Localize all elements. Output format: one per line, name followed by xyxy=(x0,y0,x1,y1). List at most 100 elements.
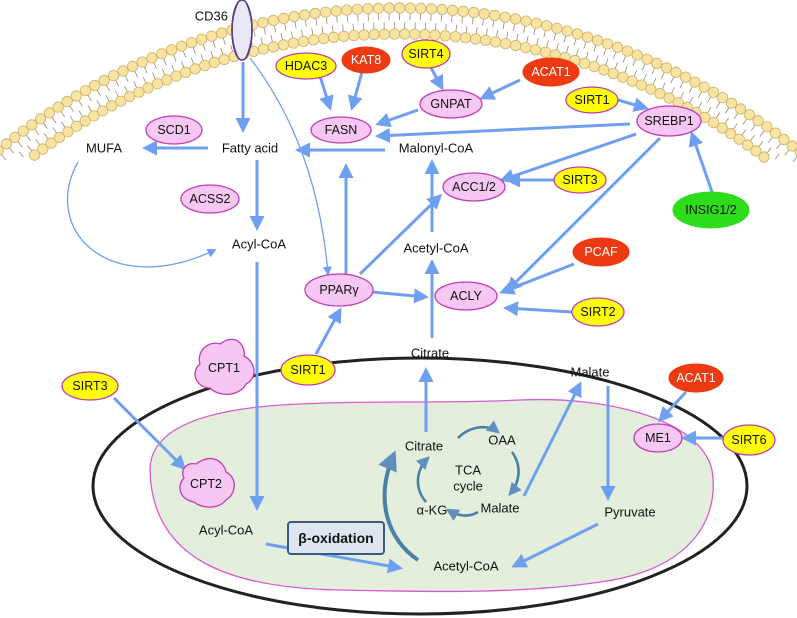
lipid-head-inner xyxy=(439,30,451,42)
lipid-head-inner xyxy=(368,28,380,41)
lipid-tail-inner xyxy=(210,50,214,58)
tca-arrow-citrate-oaa xyxy=(457,420,501,439)
lipid-head-outer xyxy=(679,71,692,83)
lipid-tail-outer xyxy=(153,62,157,70)
lipid-tail-outer xyxy=(792,156,797,163)
lipid-tail-outer xyxy=(563,35,567,43)
cd36-inner-lines xyxy=(231,1,253,59)
lipid-head-outer xyxy=(468,6,480,19)
gnpat-node xyxy=(419,89,483,119)
lipid-tail-outer xyxy=(106,84,110,92)
lipid-head-outer xyxy=(725,97,738,109)
arrow-pcaf-acly xyxy=(499,262,575,295)
lipid-tail-outer xyxy=(60,111,66,118)
lipid-tail-outer xyxy=(512,23,515,31)
lipid-head-outer xyxy=(581,31,594,43)
lipid-tail-outer xyxy=(742,118,748,125)
sirt1-bottom-node xyxy=(280,354,336,386)
lipid-tail-outer xyxy=(96,89,101,97)
lipid-head-outer xyxy=(457,5,469,17)
sirt1-top-label: SIRT1 xyxy=(574,93,609,107)
gnpat-label: GNPAT xyxy=(430,97,472,111)
fatty-acid-label: Fatty acid xyxy=(222,141,278,156)
lipid-tail-outer xyxy=(315,18,318,26)
citrate-mito-label: Citrate xyxy=(405,439,443,454)
lipid-head-outer xyxy=(660,62,673,74)
lipid-tail-inner xyxy=(290,31,293,39)
lipid-head-outer xyxy=(206,30,218,42)
lipid-tail-outer xyxy=(0,154,7,161)
lipid-tail-inner xyxy=(114,90,119,97)
lipid-tail-outer xyxy=(622,55,627,63)
cpt2-label: CPT2 xyxy=(190,477,222,491)
lipid-tail-inner xyxy=(190,57,194,65)
lipid-head-inner xyxy=(500,38,512,50)
lipid-tail-inner xyxy=(516,33,519,41)
lipid-tail-outer xyxy=(294,21,297,29)
lipid-tail-inner xyxy=(61,121,66,128)
lipid-tail-inner xyxy=(585,51,589,59)
lipid-tail-outer xyxy=(78,100,83,107)
lipid-tail-inner xyxy=(445,23,447,31)
lipid-tail-inner xyxy=(605,58,609,66)
lipid-tail-inner xyxy=(52,127,58,134)
kat8-node xyxy=(341,46,391,74)
lipid-head-outer xyxy=(79,85,92,97)
lipid-head-outer xyxy=(257,17,269,29)
lipid-head-inner xyxy=(328,31,340,44)
lipid-tail-outer xyxy=(336,15,338,24)
lipid-head-outer xyxy=(743,109,756,121)
lipid-tail-inner xyxy=(280,33,283,41)
lipid-head-inner xyxy=(189,63,201,75)
lipid-head-inner xyxy=(758,151,770,163)
lipid-head-outer xyxy=(520,15,532,27)
lipid-head-outer xyxy=(0,145,4,156)
lipid-tail-outer xyxy=(25,134,31,141)
lipid-tail-inner xyxy=(220,47,224,55)
lipid-head-outer xyxy=(489,9,501,21)
arrow-sirt4-gnpat xyxy=(428,65,444,91)
lipid-tail-outer xyxy=(482,18,484,26)
lipid-head-inner xyxy=(88,110,100,122)
lipid-tail-inner xyxy=(455,24,457,32)
lipid-head-outer xyxy=(689,76,701,88)
lipid-tail-outer xyxy=(533,28,536,36)
malate-mito-label: Malate xyxy=(480,501,519,516)
lipid-head-inner xyxy=(429,29,441,41)
lipid-tail-inner xyxy=(35,139,41,146)
acat1-top-label: ACAT1 xyxy=(531,65,570,79)
tca-arrow-acetyl-citrate xyxy=(378,450,420,562)
ppary-node xyxy=(304,273,374,307)
lipid-head-outer xyxy=(436,3,448,16)
lipid-head-outer xyxy=(778,133,790,146)
lipid-tail-outer xyxy=(593,44,597,52)
lipid-tail-outer xyxy=(182,50,186,58)
lipid-head-inner xyxy=(287,37,299,49)
lipid-tail-inner xyxy=(78,110,83,117)
lipid-tail-outer xyxy=(603,48,607,56)
me1-node xyxy=(633,423,683,453)
lipid-head-inner xyxy=(28,149,41,161)
lipid-tail-outer xyxy=(471,17,474,25)
arrow-srebp1-fasn xyxy=(375,122,631,143)
lipid-head-outer xyxy=(734,103,747,115)
lipid-tail-inner xyxy=(342,24,344,32)
lipid-tail-inner xyxy=(124,85,128,93)
lipid-tail-inner xyxy=(171,64,175,72)
lipid-head-outer xyxy=(698,81,710,93)
lipid-head-outer xyxy=(107,70,120,82)
lipid-tail-outer xyxy=(553,33,557,41)
arrow-ppary-acc xyxy=(358,193,443,276)
lipid-head-outer xyxy=(70,90,82,102)
lipid-head-outer xyxy=(415,2,427,14)
lipid-head-inner xyxy=(480,34,492,47)
hdac3-label: HDAC3 xyxy=(285,59,327,73)
sirt6-node xyxy=(722,424,776,456)
lipid-head-outer xyxy=(216,27,228,39)
lipid-tail-inner xyxy=(774,153,780,160)
lipid-head-outer xyxy=(175,40,188,52)
lipid-tail-outer xyxy=(583,41,587,49)
lipid-head-outer xyxy=(394,2,406,14)
lipid-head-inner xyxy=(142,82,154,94)
lipid-tail-outer xyxy=(707,96,712,103)
